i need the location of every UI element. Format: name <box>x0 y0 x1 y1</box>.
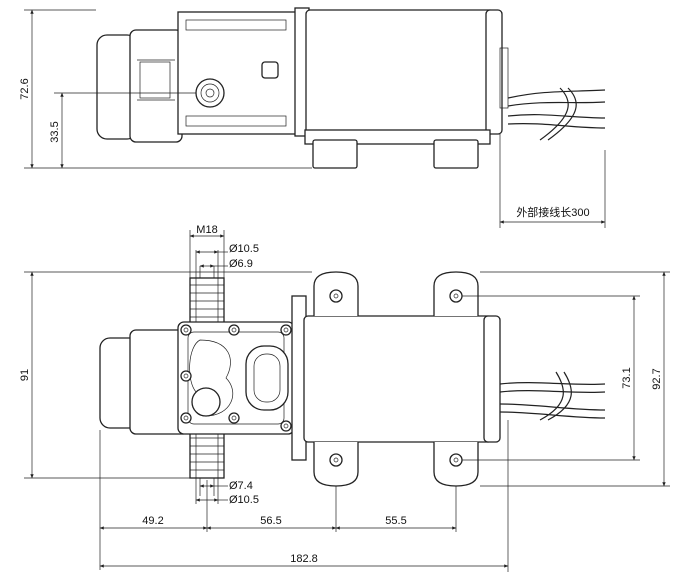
side-height-label: 72.6 <box>19 78 31 99</box>
mount-spacing-dimension: 73.1 <box>462 295 640 461</box>
mount-spacing-label: 73.1 <box>621 367 633 388</box>
outlet-inner-label: Ø7.4 <box>229 480 253 492</box>
side-axis-dimension: 33.5 <box>49 92 196 169</box>
mount-ear <box>313 271 479 487</box>
top-view <box>99 271 606 487</box>
side-axis-label: 33.5 <box>49 121 61 142</box>
thread-label: M18 <box>196 224 217 236</box>
offset-right-label: 55.5 <box>385 515 406 527</box>
offset-left-label: 49.2 <box>142 515 163 527</box>
overall-length-label: 182.8 <box>290 553 318 565</box>
offset-mid-label: 56.5 <box>260 515 281 527</box>
thread-dimension: M18 Ø10.5 Ø6.9 <box>189 224 259 278</box>
outlet-dimension: Ø7.4 Ø10.5 <box>195 478 259 506</box>
overall-width-dimension: 92.7 <box>480 271 670 487</box>
wire-length-label: 外部接线长300 <box>516 205 589 219</box>
screw-icon <box>180 324 292 432</box>
inlet-outer-label: Ø10.5 <box>229 243 259 255</box>
overall-length-dimension: 182.8 <box>99 420 509 572</box>
side-view <box>96 7 606 169</box>
horizontal-offsets-dimension: 49.2 56.5 55.5 <box>99 430 457 570</box>
overall-width-label: 92.7 <box>651 368 663 389</box>
top-height-label: 91 <box>19 369 31 381</box>
wire-length-dimension: 外部接线长300 <box>499 134 606 228</box>
inlet-inner-label: Ø6.9 <box>229 258 253 270</box>
port-fitting-icon <box>195 78 225 108</box>
side-height-dimension: 72.6 <box>19 9 312 169</box>
top-height-dimension: 91 <box>19 271 312 479</box>
outlet-outer-label: Ø10.5 <box>229 494 259 506</box>
